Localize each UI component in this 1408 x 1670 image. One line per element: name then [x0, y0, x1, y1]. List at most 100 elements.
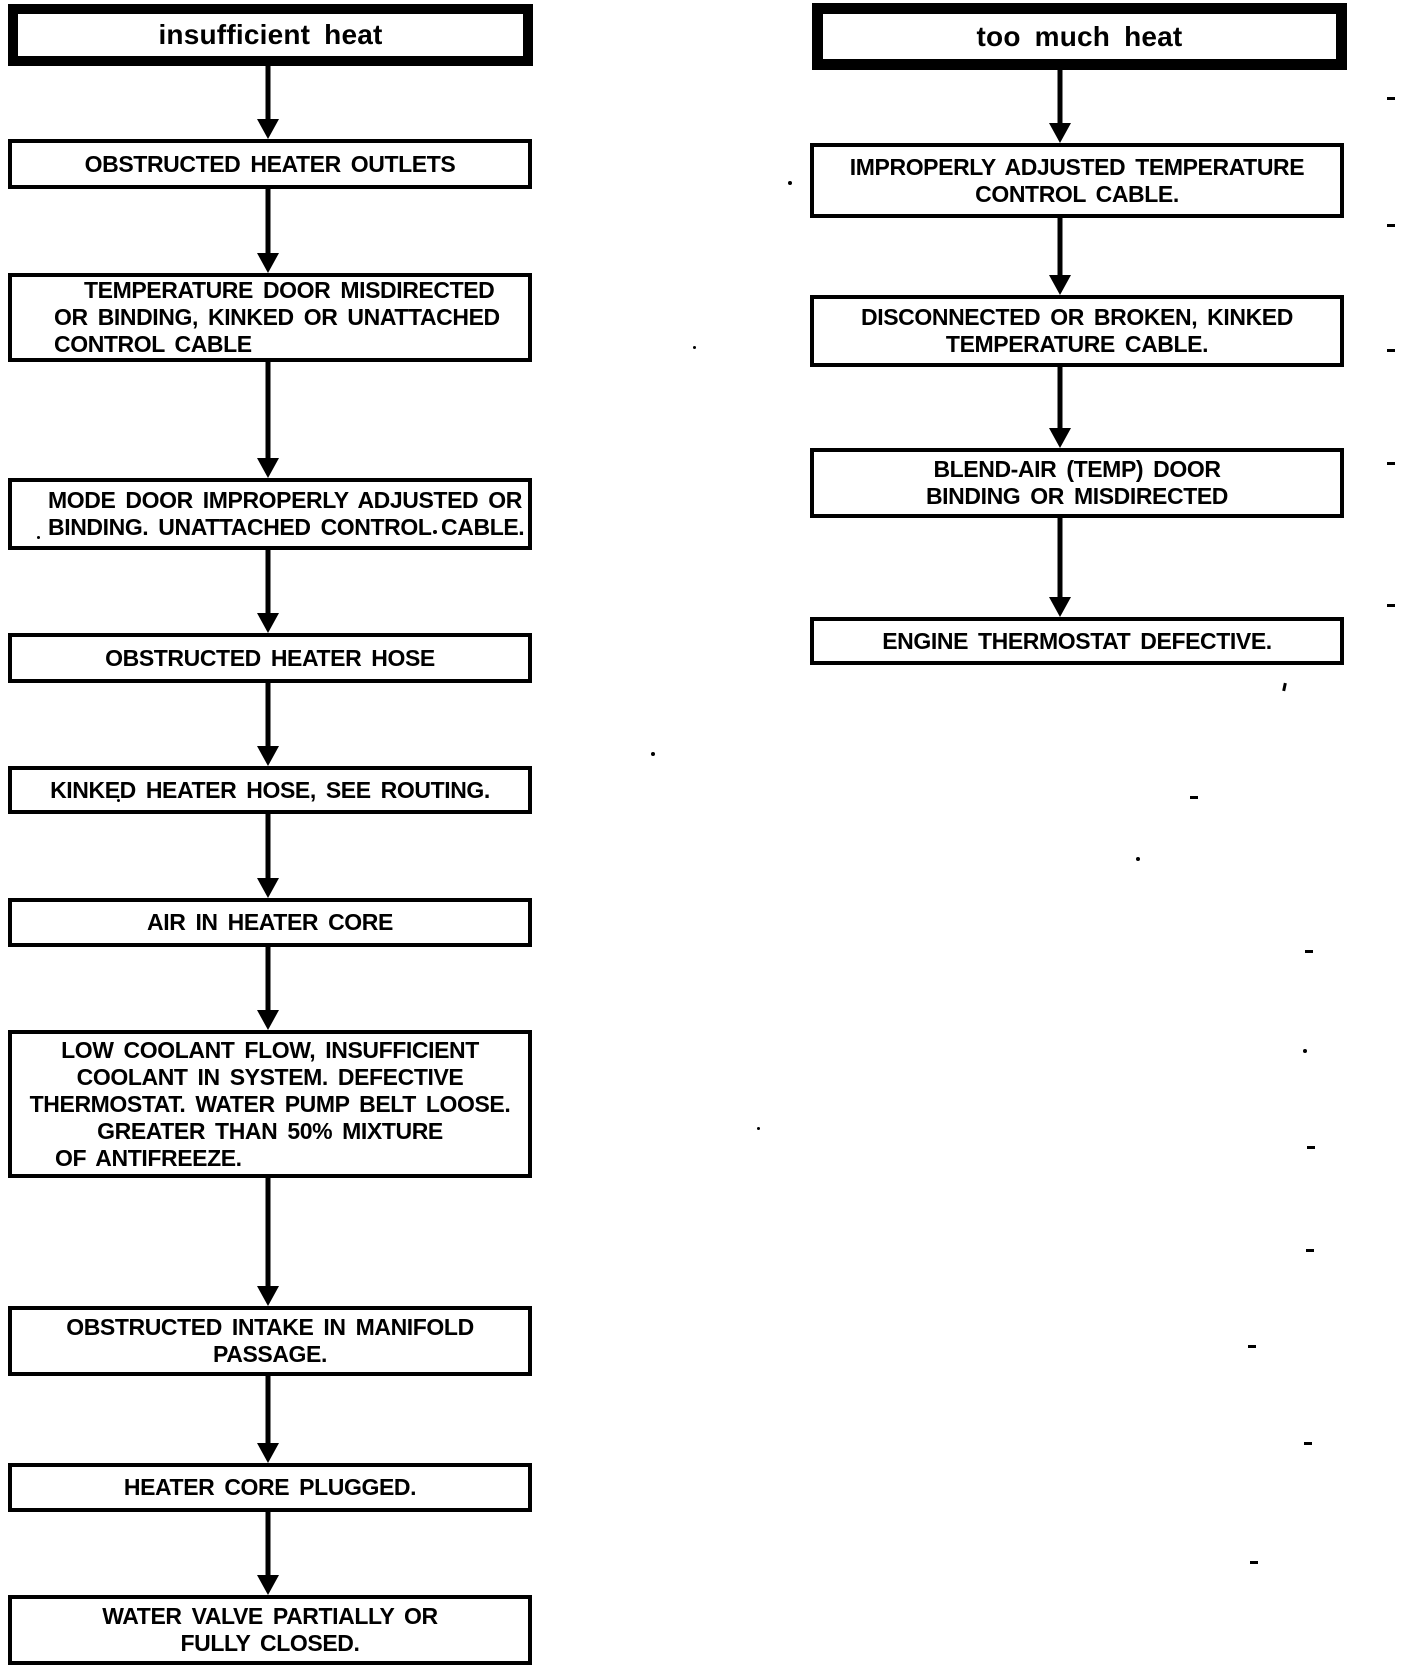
scan-speck	[757, 1127, 760, 1130]
down-arrow	[1048, 518, 1072, 617]
scan-speck	[1248, 1345, 1256, 1348]
arrow-head	[257, 253, 279, 273]
arrow-shaft	[1057, 218, 1063, 279]
scan-speck	[37, 536, 40, 539]
down-arrow	[256, 550, 280, 633]
flow-box-text: FULLY CLOSED.	[180, 1630, 360, 1656]
flow-box-text: OBSTRUCTED HEATER OUTLETS	[84, 150, 456, 177]
scan-speck	[1136, 857, 1140, 861]
arrow-head	[257, 1575, 279, 1595]
insufficient-heat-header: insufficient heat	[8, 4, 533, 66]
flow-box-text: OBSTRUCTED HEATER HOSE	[105, 644, 435, 671]
arrow-shaft	[1057, 70, 1063, 127]
down-arrow	[1048, 367, 1072, 448]
flow-box-text: BINDING. UNATTACHED CONTROL CABLE.	[48, 514, 525, 540]
down-arrow	[1048, 218, 1072, 295]
flow-box-text: HEATER CORE PLUGGED.	[123, 1474, 417, 1500]
scan-speck	[1387, 462, 1395, 465]
scan-speck	[1303, 1049, 1307, 1053]
flow-box-improperly-adjusted-temp-cable: IMPROPERLY ADJUSTED TEMPERATURE CONTROL …	[810, 143, 1344, 218]
arrow-head	[1049, 275, 1071, 295]
flow-box-obstructed-heater-outlets: OBSTRUCTED HEATER OUTLETS	[8, 139, 532, 189]
flow-box-text: AIR IN HEATER CORE	[147, 909, 393, 935]
arrow-head	[257, 119, 279, 139]
down-arrow	[256, 1178, 280, 1306]
arrow-head	[257, 1286, 279, 1306]
arrow-shaft	[265, 1512, 271, 1579]
arrow-shaft	[265, 66, 271, 123]
flow-box-text: COOLANT IN SYSTEM. DEFECTIVE	[76, 1063, 464, 1090]
flow-box-text: OF ANTIFREEZE.	[55, 1144, 242, 1171]
flow-box-text: TEMPERATURE CABLE.	[945, 331, 1209, 357]
flow-box-temperature-door-misdirected: TEMPERATURE DOOR MISDIRECTED OR BINDING,…	[8, 273, 532, 362]
down-arrow	[256, 683, 280, 766]
scan-speck	[1306, 1249, 1314, 1252]
scan-speck	[1250, 1561, 1258, 1564]
arrow-head	[257, 1010, 279, 1030]
arrow-head	[1049, 428, 1071, 448]
arrow-shaft	[265, 189, 271, 257]
arrow-shaft	[1057, 367, 1063, 432]
scan-speck	[1304, 1442, 1312, 1445]
scan-speck	[1387, 97, 1395, 100]
arrow-shaft	[265, 1376, 271, 1447]
flow-box-heater-core-plugged: HEATER CORE PLUGGED.	[8, 1463, 532, 1512]
down-arrow	[256, 1512, 280, 1595]
flow-box-text: CONTROL CABLE.	[975, 180, 1179, 207]
flow-box-air-in-heater-core: AIR IN HEATER CORE	[8, 898, 532, 947]
flow-box-text: CONTROL CABLE	[54, 331, 252, 357]
down-arrow	[256, 362, 280, 478]
arrow-head	[257, 878, 279, 898]
flow-box-low-coolant-flow: LOW COOLANT FLOW, INSUFFICIENT COOLANT I…	[8, 1030, 532, 1178]
too-much-heat-header-label: too much heat	[976, 20, 1183, 52]
flow-box-text: GREATER THAN 50% MIXTURE	[97, 1117, 443, 1144]
flow-box-text: PASSAGE.	[213, 1341, 327, 1367]
flow-box-text: THERMOSTAT. WATER PUMP BELT LOOSE.	[29, 1090, 511, 1117]
scan-speck	[1387, 224, 1395, 227]
arrow-head	[257, 1443, 279, 1463]
scan-speck	[1282, 682, 1287, 692]
scan-speck	[117, 799, 120, 802]
scan-speck	[651, 752, 655, 756]
flow-box-text: BLEND-AIR (TEMP) DOOR	[933, 456, 1221, 482]
flow-box-text: TEMPERATURE DOOR MISDIRECTED	[84, 277, 495, 303]
scan-speck	[1387, 604, 1395, 607]
arrow-head	[1049, 597, 1071, 617]
arrow-head	[257, 746, 279, 766]
flow-box-text: MODE DOOR IMPROPERLY ADJUSTED OR	[48, 487, 522, 513]
flow-box-text: BINDING OR MISDIRECTED	[925, 483, 1229, 509]
flow-box-text: IMPROPERLY ADJUSTED TEMPERATURE	[849, 153, 1305, 180]
down-arrow	[256, 66, 280, 139]
flow-box-text: WATER VALVE PARTIALLY OR	[102, 1603, 438, 1629]
down-arrow	[256, 189, 280, 273]
scan-speck	[1305, 950, 1313, 953]
flow-box-blend-air-door: BLEND-AIR (TEMP) DOOR BINDING OR MISDIRE…	[810, 448, 1344, 518]
arrow-shaft	[1057, 518, 1063, 601]
too-much-heat-header: too much heat	[812, 3, 1347, 70]
scan-speck	[788, 181, 792, 185]
flow-box-text: KINKED HEATER HOSE, SEE ROUTING.	[50, 776, 490, 803]
arrow-head	[257, 458, 279, 478]
arrow-shaft	[265, 947, 271, 1014]
flow-box-text: DISCONNECTED OR BROKEN, KINKED	[861, 304, 1293, 330]
down-arrow	[256, 947, 280, 1030]
arrow-shaft	[265, 550, 271, 617]
scan-speck	[1387, 349, 1395, 352]
flow-box-kinked-heater-hose: KINKED HEATER HOSE, SEE ROUTING.	[8, 766, 532, 814]
flow-box-text: LOW COOLANT FLOW, INSUFFICIENT	[61, 1036, 479, 1063]
arrow-shaft	[265, 683, 271, 750]
arrow-shaft	[265, 814, 271, 882]
flow-box-engine-thermostat-defective: ENGINE THERMOSTAT DEFECTIVE.	[810, 617, 1344, 665]
arrow-head	[257, 613, 279, 633]
arrow-shaft	[265, 362, 271, 462]
scan-speck	[1307, 1146, 1315, 1149]
scan-speck	[1190, 796, 1198, 799]
flow-box-text: ENGINE THERMOSTAT DEFECTIVE.	[882, 627, 1272, 654]
arrow-head	[1049, 123, 1071, 143]
flow-box-text: OBSTRUCTED INTAKE IN MANIFOLD	[66, 1314, 474, 1340]
flow-box-obstructed-heater-hose: OBSTRUCTED HEATER HOSE	[8, 633, 532, 683]
insufficient-heat-header-label: insufficient heat	[158, 19, 383, 50]
down-arrow	[1048, 70, 1072, 143]
down-arrow	[256, 1376, 280, 1463]
